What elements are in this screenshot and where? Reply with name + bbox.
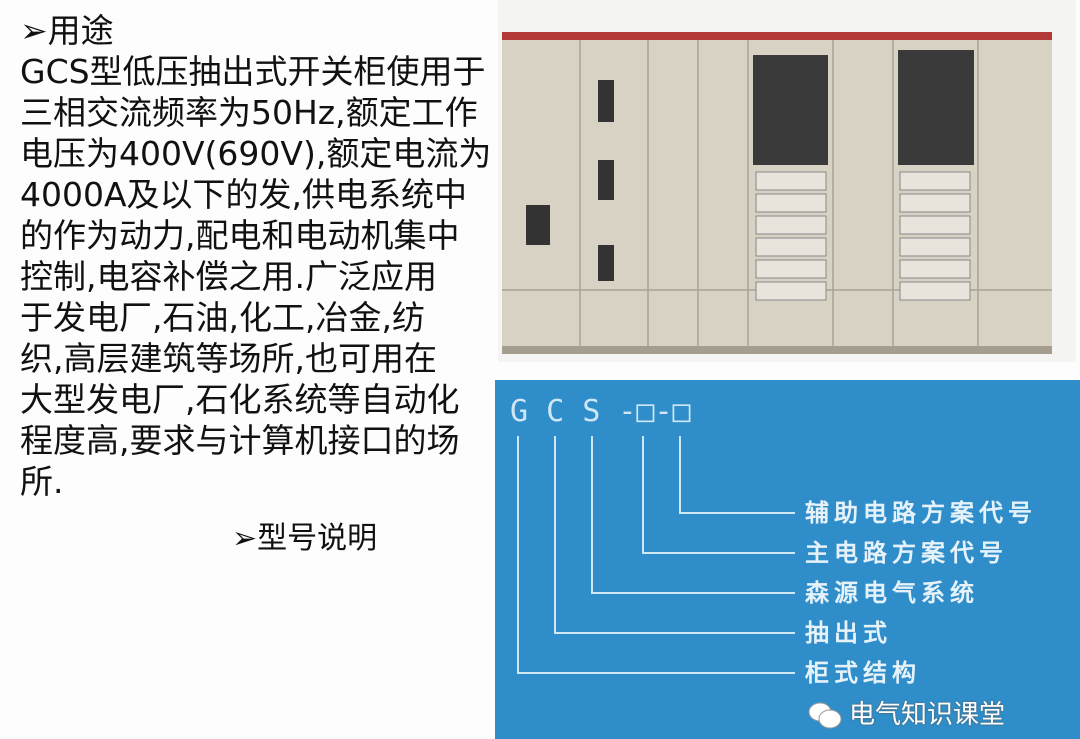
usage-line: GCS型低压抽出式开关柜使用于	[20, 52, 486, 91]
usage-heading: ➢用途	[20, 10, 492, 51]
usage-line: 所.	[20, 462, 64, 501]
usage-heading-text: 用途	[47, 11, 114, 50]
model-heading-text: 型号说明	[257, 521, 378, 556]
wechat-icon	[808, 702, 842, 729]
switchgear-photo	[498, 0, 1076, 362]
code-label: 抽出式	[805, 619, 892, 647]
code-connector-lines	[517, 436, 795, 674]
usage-line: 控制,电容补偿之用.广泛应用	[20, 257, 437, 296]
model-heading: ➢型号说明	[232, 520, 377, 558]
code-label: 森源电气系统	[805, 579, 979, 607]
usage-line: 4000A及以下的发,供电系统中	[20, 175, 468, 214]
connector-line	[591, 436, 795, 594]
model-code: G C S -□-□	[510, 394, 691, 429]
usage-line: 于发电厂,石油,化工,冶金,纺	[20, 298, 425, 337]
usage-line: 的作为动力,配电和电动机集中	[20, 216, 460, 255]
arrowhead-bullet-icon: ➢	[232, 521, 258, 556]
usage-line: 大型发电厂,石化系统等自动化	[20, 380, 460, 419]
code-label: 主电路方案代号	[805, 539, 1008, 567]
connector-line	[679, 436, 795, 514]
usage-line: 织,高层建筑等场所,也可用在	[20, 339, 437, 378]
connector-line	[642, 436, 795, 554]
watermark-text: 电气知识课堂	[849, 700, 1006, 730]
model-code-diagram: G C S -□-□ 辅助电路方案代号 主电路方案代号 森源电气系统 抽出式 柜…	[495, 380, 1080, 739]
connector-line	[554, 436, 795, 634]
usage-line: 程度高,要求与计算机接口的场	[20, 421, 460, 460]
usage-section: ➢用途 GCS型低压抽出式开关柜使用于 三相交流频率为50Hz,额定工作 电压为…	[20, 10, 492, 502]
code-label: 柜式结构	[805, 659, 921, 687]
usage-line: 电压为400V(690V),额定电流为	[20, 134, 492, 173]
switchgear-cabinets-image	[502, 32, 1052, 354]
watermark: 电气知识课堂	[807, 698, 1005, 732]
connector-line	[517, 436, 795, 674]
arrowhead-bullet-icon: ➢	[20, 11, 48, 50]
code-label: 辅助电路方案代号	[805, 499, 1037, 527]
usage-line: 三相交流频率为50Hz,额定工作	[20, 93, 478, 132]
